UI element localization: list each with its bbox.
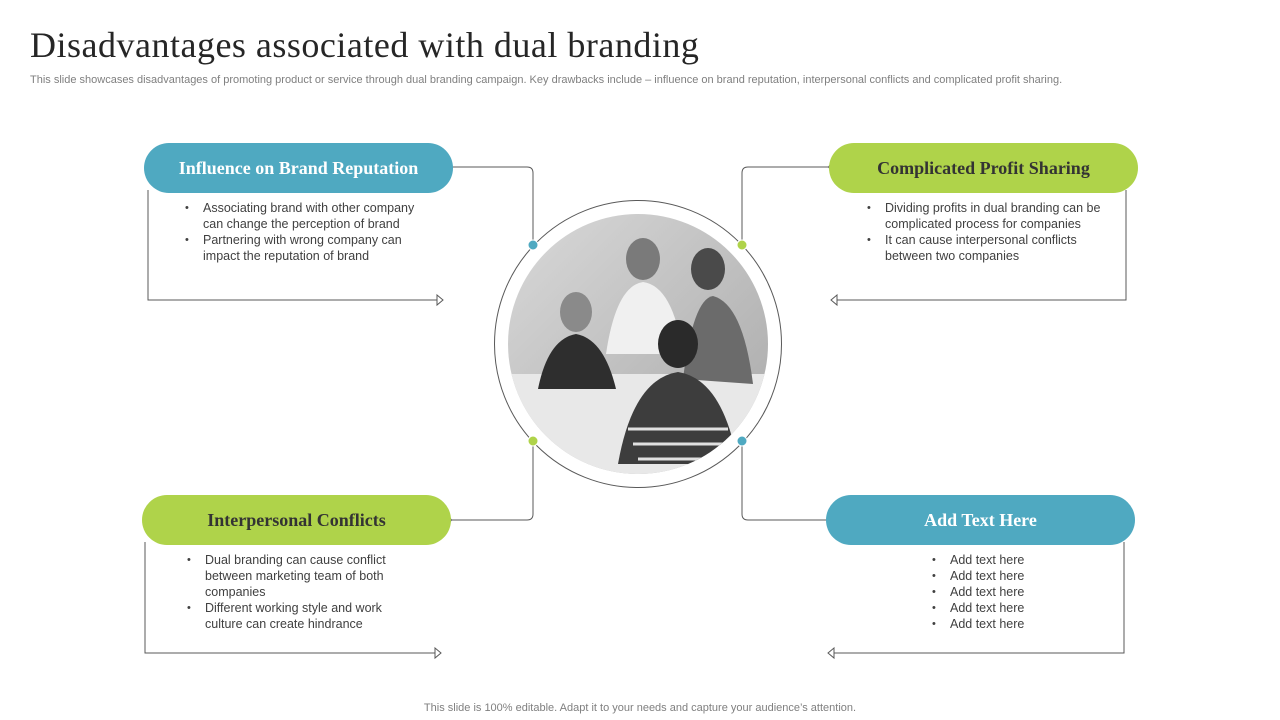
photo-illustration <box>508 214 768 474</box>
list-item: Partnering with wrong company can impact… <box>185 232 425 264</box>
card-title-interpersonal-conflicts: Interpersonal Conflicts <box>142 495 451 545</box>
list-item: Dual branding can cause conflict between… <box>187 552 412 600</box>
card-body-profit-sharing: Dividing profits in dual branding can be… <box>867 200 1107 264</box>
list-item: Add text here <box>932 584 1072 600</box>
list-item: Add text here <box>932 600 1072 616</box>
card-title-brand-reputation: Influence on Brand Reputation <box>144 143 453 193</box>
list-item: Add text here <box>932 568 1072 584</box>
slide-subtitle: This slide showcases disadvantages of pr… <box>30 74 1063 86</box>
list-item: Associating brand with other company can… <box>185 200 425 232</box>
list-item: Different working style and work culture… <box>187 600 412 632</box>
list-item: Dividing profits in dual branding can be… <box>867 200 1107 232</box>
card-body-add-text: Add text here Add text here Add text her… <box>932 552 1072 632</box>
team-meeting-photo <box>508 214 768 474</box>
list-item: It can cause interpersonal conflicts bet… <box>867 232 1107 264</box>
card-body-interpersonal-conflicts: Dual branding can cause conflict between… <box>187 552 412 632</box>
card-body-brand-reputation: Associating brand with other company can… <box>185 200 425 264</box>
footer-note: This slide is 100% editable. Adapt it to… <box>423 702 857 714</box>
card-title-add-text: Add Text Here <box>826 495 1135 545</box>
list-item: Add text here <box>932 616 1072 632</box>
list-item: Add text here <box>932 552 1072 568</box>
slide-title: Disadvantages associated with dual brand… <box>30 25 700 65</box>
card-title-profit-sharing: Complicated Profit Sharing <box>829 143 1138 193</box>
